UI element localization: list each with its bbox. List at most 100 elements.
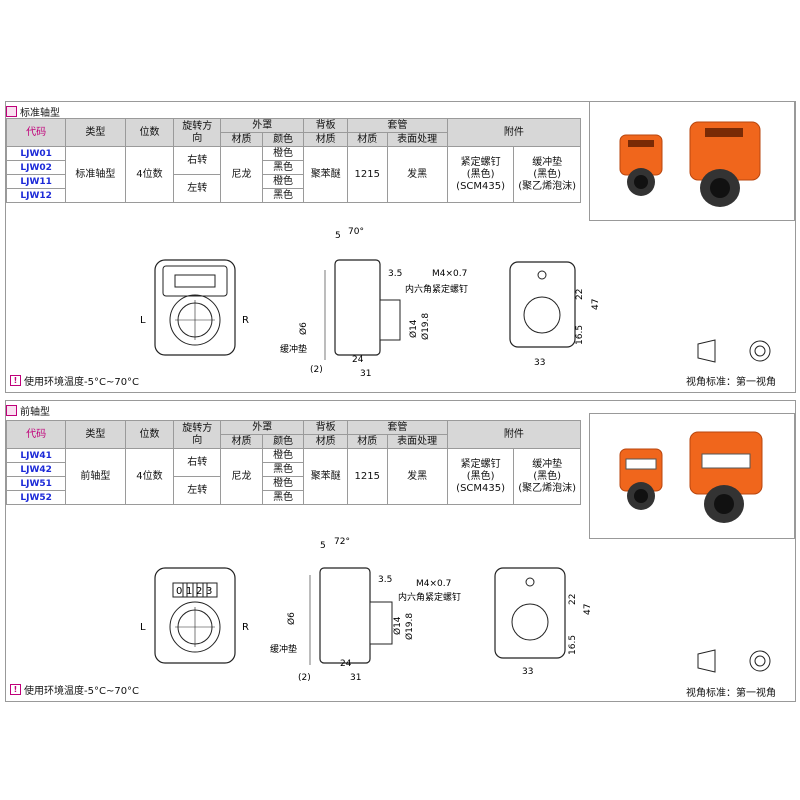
table-cell-code: LJW51 xyxy=(5,476,67,491)
svg-text:3.5: 3.5 xyxy=(388,269,402,279)
table-cell-back-material: 聚苯醚 xyxy=(303,146,349,203)
header-cover: 外罩 xyxy=(220,118,305,133)
svg-text:(2): (2) xyxy=(310,365,323,375)
table-cell-digits: 4位数 xyxy=(124,146,175,203)
header-sleeve: 套管 xyxy=(347,420,448,435)
product-photo-image xyxy=(619,431,763,523)
table-cell-color: 橙色 xyxy=(261,448,305,463)
header-sleeve-surface: 表面处理 xyxy=(386,434,448,449)
product-photo-image xyxy=(619,121,761,207)
warning-icon: ! xyxy=(10,375,21,386)
side-view: 5 72° 3.5 M4×0.7 内六角紧定螺钉 Ø6 Ø14 Ø19.8 缓冲… xyxy=(270,537,461,683)
svg-text:31: 31 xyxy=(360,369,371,379)
table-cell-code: LJW11 xyxy=(5,174,67,189)
display-digit: 1 xyxy=(186,586,192,597)
view-standard-label: 视角标准：第一视角 xyxy=(686,377,776,388)
svg-text:内六角紧定螺钉: 内六角紧定螺钉 xyxy=(398,591,461,603)
technical-drawing: 0 1 2 3 L R 5 72° 3.5 M4×0.7 内六角紧定螺钉 Ø6 … xyxy=(140,537,771,683)
front-view: L R xyxy=(140,259,249,356)
label-l: L xyxy=(140,315,146,326)
svg-text:33: 33 xyxy=(522,667,533,677)
svg-text:33: 33 xyxy=(534,358,545,368)
table-cell-cover-material: 尼龙 xyxy=(220,146,263,203)
svg-text:Ø19.8: Ø19.8 xyxy=(404,613,415,640)
svg-text:M4×0.7: M4×0.7 xyxy=(416,579,451,589)
svg-text:24: 24 xyxy=(340,659,352,669)
table-cell-sleeve-material: 1215 xyxy=(347,146,388,203)
table-cell-code: LJW41 xyxy=(5,448,67,463)
table-cell-code: LJW42 xyxy=(5,462,67,477)
display-digit: 2 xyxy=(196,586,202,597)
svg-text:5: 5 xyxy=(335,231,341,241)
table-cell-sleeve-surface: 发黑 xyxy=(386,448,448,505)
section-marker-icon xyxy=(6,405,17,416)
section-title: 前轴型 xyxy=(6,403,50,418)
svg-text:70°: 70° xyxy=(348,227,364,237)
svg-text:22: 22 xyxy=(575,289,585,300)
temperature-note: ! 使用环境温度-5°C~70°C xyxy=(10,373,139,388)
header-accessories: 附件 xyxy=(446,118,582,147)
projection-symbol xyxy=(697,649,771,673)
product-photo xyxy=(589,413,795,539)
table-cell-color: 黑色 xyxy=(261,490,305,505)
svg-text:Ø14: Ø14 xyxy=(408,319,419,338)
svg-text:16.5: 16.5 xyxy=(575,325,585,345)
table-cell-color: 橙色 xyxy=(261,174,305,189)
header-sleeve-material: 材质 xyxy=(347,434,388,449)
spec-table: 代码 类型 位数 旋转方向 外罩 背板 套管 附件 材质 颜色 材质 材质 表面… xyxy=(5,118,582,203)
header-cover-color: 颜色 xyxy=(261,434,305,449)
header-sleeve-material: 材质 xyxy=(347,132,388,147)
header-sleeve: 套管 xyxy=(347,118,448,133)
header-cover-color: 颜色 xyxy=(261,132,305,147)
table-cell-sleeve-surface: 发黑 xyxy=(386,146,448,203)
table-cell-code: LJW01 xyxy=(5,146,67,161)
projection-symbol xyxy=(697,339,771,363)
label-l: L xyxy=(140,622,146,633)
header-type: 类型 xyxy=(65,420,126,449)
header-type: 类型 xyxy=(65,118,126,147)
svg-text:22: 22 xyxy=(568,594,578,605)
svg-text:Ø19.8: Ø19.8 xyxy=(420,313,431,340)
table-cell-code: LJW12 xyxy=(5,188,67,203)
table-cell-color: 黑色 xyxy=(261,188,305,203)
header-back-material: 材质 xyxy=(303,132,349,147)
table-cell-accessory-screw: 紧定螺钉 (黑色) (SCM435) xyxy=(446,146,515,203)
svg-text:31: 31 xyxy=(350,673,361,683)
table-cell-color: 黑色 xyxy=(261,160,305,175)
header-cover: 外罩 xyxy=(220,420,305,435)
header-digits: 位数 xyxy=(124,420,175,449)
header-back-plate: 背板 xyxy=(303,118,349,133)
section-marker-icon xyxy=(6,106,17,117)
table-cell-color: 黑色 xyxy=(261,462,305,477)
header-rotation: 旋转方向 xyxy=(173,118,222,147)
svg-text:47: 47 xyxy=(591,299,601,310)
table-cell-color: 橙色 xyxy=(261,146,305,161)
table-cell-rotation-left: 左转 xyxy=(173,174,222,203)
spec-table: 代码 类型 位数 旋转方向 外罩 背板 套管 附件 材质 颜色 材质 材质 表面… xyxy=(5,420,582,505)
svg-text:缓冲垫: 缓冲垫 xyxy=(280,343,307,355)
rear-view: 22 47 16.5 33 xyxy=(509,261,601,368)
table-cell-type: 标准轴型 xyxy=(65,146,126,203)
svg-text:5: 5 xyxy=(320,541,326,551)
svg-text:3.5: 3.5 xyxy=(378,575,392,585)
table-cell-accessory-cushion: 缓冲垫 (黑色) (聚乙烯泡沫) xyxy=(513,448,581,505)
table-cell-rotation-left: 左转 xyxy=(173,476,222,505)
display-digit: 0 xyxy=(176,586,182,597)
table-cell-sleeve-material: 1215 xyxy=(347,448,388,505)
table-cell-code: LJW52 xyxy=(5,490,67,505)
side-view: 5 70° 3.5 M4×0.7 内六角紧定螺钉 Ø6 Ø14 Ø19.8 缓冲… xyxy=(280,227,468,379)
table-cell-color: 橙色 xyxy=(261,476,305,491)
table-cell-type: 前轴型 xyxy=(65,448,126,505)
svg-text:47: 47 xyxy=(583,604,593,615)
header-digits: 位数 xyxy=(124,118,175,147)
rear-view: 22 47 16.5 33 xyxy=(494,567,593,677)
header-cover-material: 材质 xyxy=(220,434,263,449)
svg-text:Ø14: Ø14 xyxy=(392,616,403,635)
svg-text:16.5: 16.5 xyxy=(568,635,578,655)
header-back-plate: 背板 xyxy=(303,420,349,435)
table-cell-back-material: 聚苯醚 xyxy=(303,448,349,505)
section-title: 标准轴型 xyxy=(6,104,60,119)
header-sleeve-surface: 表面处理 xyxy=(386,132,448,147)
table-cell-rotation-right: 右转 xyxy=(173,146,222,175)
table-cell-rotation-right: 右转 xyxy=(173,448,222,477)
